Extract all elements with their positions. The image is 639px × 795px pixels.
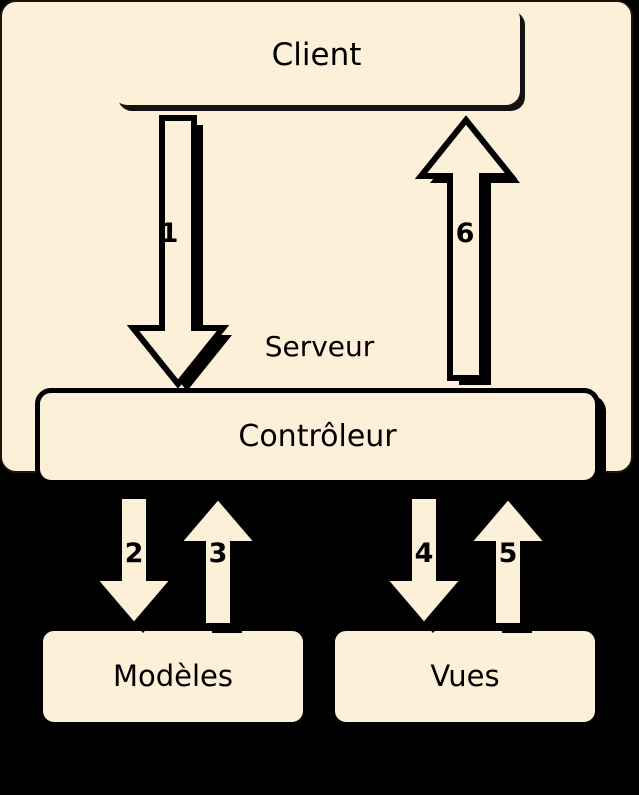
arrow-1 bbox=[126, 112, 232, 391]
node-client-label: Client bbox=[271, 36, 362, 73]
node-controleur-label: Contrôleur bbox=[238, 419, 397, 454]
node-client[interactable]: Client bbox=[113, 5, 520, 105]
arrow-2 bbox=[86, 492, 184, 633]
node-vues[interactable]: Vues bbox=[330, 626, 600, 727]
node-vues-label: Vues bbox=[430, 658, 500, 693]
node-modeles-label: Modèles bbox=[112, 658, 234, 693]
arrow-6 bbox=[414, 115, 520, 385]
arrow-3 bbox=[170, 491, 268, 633]
node-controleur[interactable]: Contrôleur bbox=[35, 388, 600, 485]
node-modeles[interactable]: Modèles bbox=[38, 626, 308, 727]
arrow-4 bbox=[376, 492, 474, 633]
arrow-5 bbox=[460, 491, 558, 633]
